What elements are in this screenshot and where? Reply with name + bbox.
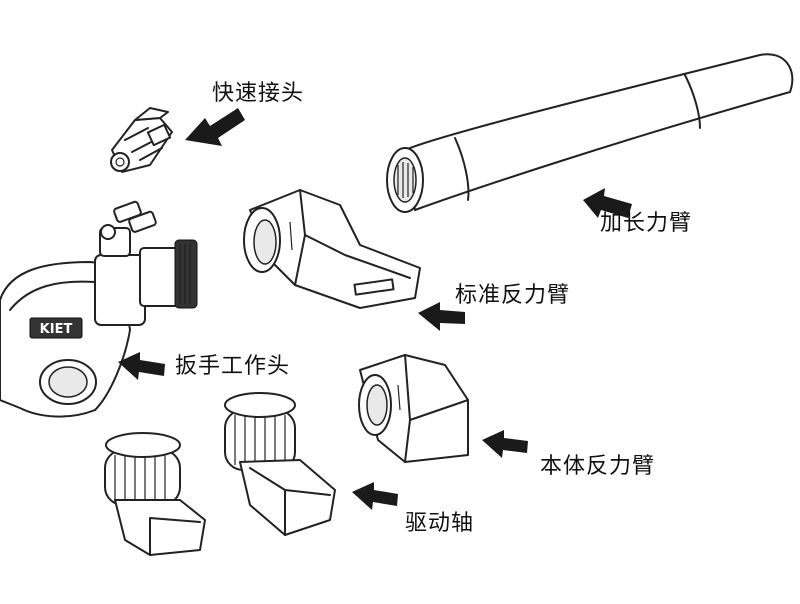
quick-connector-part (110, 107, 173, 173)
label-quick-connector: 快速接头 (212, 81, 305, 106)
arrow-wrench-head (118, 352, 165, 380)
kiet-logo-text: KIET (40, 322, 73, 337)
arrow-extension-arm (583, 188, 632, 218)
drive-shaft-large-part (224, 392, 336, 536)
body-reaction-arm-part (358, 354, 469, 463)
extension-arm-part (386, 53, 794, 213)
kiet-logo-plate (29, 317, 83, 339)
label-standard-reaction-arm: 标准反力臂 (455, 283, 571, 308)
wrench-head-part (0, 200, 198, 418)
standard-reaction-arm-part (243, 189, 421, 309)
drive-shaft-small-part (104, 432, 206, 556)
label-wrench-head: 扳手工作头 (175, 354, 291, 379)
arrow-body-reaction-arm (482, 430, 528, 458)
arrow-drive-shaft (352, 482, 398, 510)
label-drive-shaft: 驱动轴 (405, 511, 475, 536)
label-extension-arm: 加长力臂 (600, 211, 693, 236)
arrow-standard-reaction-arm (418, 302, 465, 331)
label-body-reaction-arm: 本体反力臂 (540, 454, 656, 479)
arrow-quick-connector (185, 108, 245, 146)
